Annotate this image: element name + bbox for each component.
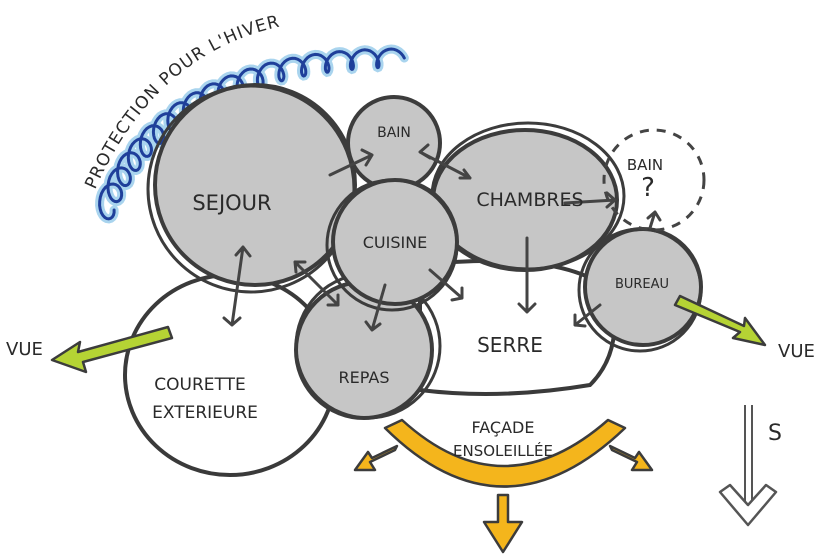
courette-label-line1: COURETTE — [154, 375, 245, 395]
cuisine-label: CUISINE — [363, 233, 428, 252]
chambres-label: CHAMBRES — [476, 189, 583, 211]
bain-question-mark: ? — [641, 173, 655, 203]
bain-bubble — [346, 95, 442, 191]
room-labels: SEJOUR BAIN CUISINE CHAMBRES BAIN ? BURE… — [6, 125, 815, 460]
south-arrow — [718, 405, 778, 527]
arrow-sejour-repas — [293, 260, 340, 307]
bain-optional-label: BAIN — [627, 156, 663, 174]
sun-arrow-left — [353, 444, 399, 472]
view-left-label: VUE — [6, 339, 43, 360]
arrow-chambres-bain — [563, 191, 617, 209]
arrow-bureau-serre — [573, 303, 602, 328]
sun-arrow-down — [482, 493, 524, 554]
sejour-bubble — [153, 83, 357, 287]
room-bubbles — [146, 83, 703, 420]
sejour-bubble-stroke — [146, 84, 356, 294]
view-right-label: VUE — [778, 341, 815, 362]
arrow-sejour-courette — [222, 245, 252, 327]
bain-label: BAIN — [377, 125, 411, 141]
view-arrow-left — [50, 325, 174, 374]
arrow-cuisine-repas — [364, 283, 387, 332]
bureau-label: BUREAU — [615, 277, 669, 292]
sun-facade-arrows — [353, 418, 654, 554]
winter-protection-coil — [95, 44, 409, 224]
arrow-sejour-bain — [328, 148, 374, 177]
south-label: S — [768, 421, 782, 446]
courette-label-line2: EXTERIEURE — [152, 403, 258, 423]
arrow-cuisine-serre — [428, 268, 464, 302]
repas-label: REPAS — [339, 368, 390, 387]
optional-bain-bubble — [602, 128, 706, 232]
facade-label-line1: FAÇADE — [472, 418, 535, 437]
facade-arc — [383, 418, 627, 488]
arrow-bureau-bain — [646, 210, 662, 230]
south-arrow-head — [718, 483, 778, 527]
south-arrow-shaft — [744, 405, 753, 505]
sun-arrow-right — [608, 444, 654, 472]
view-arrow-right — [673, 294, 767, 347]
view-arrows — [50, 294, 767, 374]
sejour-label: SEJOUR — [192, 191, 271, 215]
serre-label: SERRE — [477, 333, 543, 357]
facade-label-line2: ENSOLEILLÉE — [453, 441, 553, 460]
cuisine-bubble-stroke — [325, 178, 459, 312]
arrow-chambres-serre — [517, 236, 537, 314]
relationship-arrows — [222, 143, 662, 332]
arrow-bain-chambres — [418, 143, 472, 180]
